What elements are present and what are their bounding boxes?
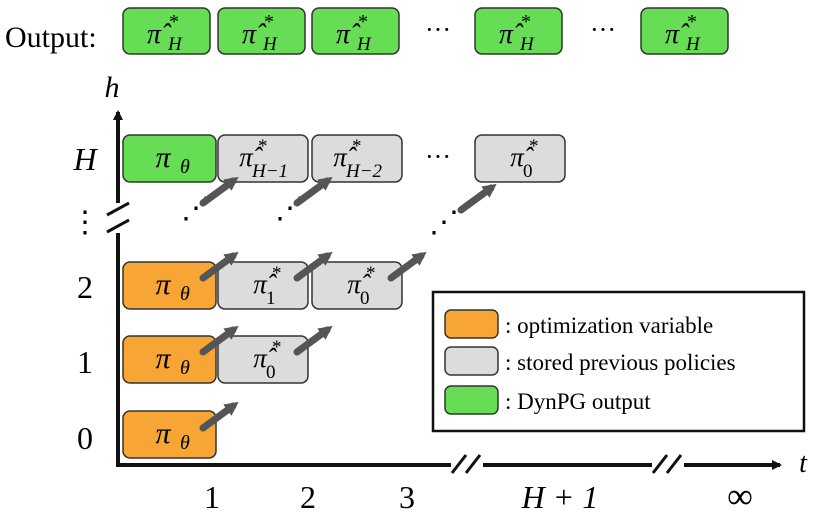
stored-box-row-H-col-3-sup: * (352, 136, 362, 157)
legend: : optimization variable : stored previou… (431, 290, 806, 433)
output-box-3: π̂ * H (311, 7, 400, 55)
arrow-row0-to-row1 (199, 401, 239, 432)
x-tick-H-plus-1: H + 1 (521, 479, 599, 515)
arrow-row2-up-2 (293, 251, 333, 282)
legend-swatch-gray (444, 346, 499, 376)
row-2: π θ π̂ * 1 π̂ * 0 (122, 261, 403, 310)
stored-box-row-1-col-2-sup: * (272, 337, 282, 358)
row-H: π θ π̂ * H−1 π̂ * H−2 ··· π̂ * 0 (122, 134, 566, 183)
stored-box-row-2-col-2 (217, 261, 309, 310)
arrow-row2-up-1 (199, 251, 239, 282)
stored-box-row-H-col-3 (311, 134, 403, 183)
output-box-1-sub: H (167, 34, 183, 55)
output-ellipsis-2: ··· (590, 15, 616, 44)
theta-box-row-H-sub: θ (180, 156, 190, 178)
output-box-5-sup: * (687, 11, 697, 33)
theta-box-row-0 (122, 410, 217, 459)
y-tick-1: 1 (77, 344, 93, 380)
y-tick-0: 0 (77, 420, 93, 456)
diagonal-continuations: ⋰ ⋰ ⋰ (181, 192, 459, 239)
output-box-4-sub: H (519, 34, 535, 55)
stored-box-row-H-col-last-sub: 0 (523, 161, 533, 182)
theta-box-row-2-sub: θ (180, 283, 190, 305)
x-axis-break-2a (651, 454, 669, 474)
stored-box-row-2-col-3-sub: 0 (360, 288, 370, 309)
theta-box-row-H-pi: π (155, 141, 171, 174)
stored-box-row-H-col-last (474, 134, 566, 183)
x-axis-break-1b (464, 454, 482, 474)
theta-box-row-2-pi: π (155, 268, 171, 301)
x-tick-1: 1 (204, 479, 220, 515)
legend-swatch-orange (444, 309, 499, 339)
transfer-arrows (199, 176, 497, 432)
x-axis-label: t (799, 448, 808, 479)
output-box-2: π̂ * H (217, 7, 306, 55)
y-tick-vdots: ⋮ (70, 206, 100, 239)
stored-box-row-1-col-2 (217, 335, 309, 384)
diagonal-dots-3: ⋰ (429, 206, 459, 239)
stored-box-row-2-col-3 (311, 261, 403, 310)
output-box-2-sup: * (264, 11, 274, 33)
axes: h t 0 1 2 ⋮ H 1 2 3 H + 1 ∞ (70, 71, 808, 516)
x-tick-3: 3 (399, 479, 415, 515)
stored-box-row-H-col-last-sup: * (529, 136, 539, 157)
arrow-into-row-H-col-3 (293, 176, 333, 207)
stored-box-row-H-col-2 (217, 134, 309, 183)
output-box-1: π̂ * H (122, 7, 211, 55)
output-ellipsis-1: ··· (425, 15, 451, 44)
y-axis-break-mark-1 (106, 201, 130, 217)
output-box-5: π̂ * H (640, 7, 729, 55)
y-axis-break-mark-2 (106, 218, 130, 234)
legend-label-output: : DynPG output (505, 389, 651, 414)
output-box-4-sup: * (521, 11, 531, 33)
legend-label-stored: : stored previous policies (505, 350, 736, 375)
arrow-row2-up-3 (387, 251, 427, 282)
y-tick-H: H (72, 141, 98, 177)
output-box-5-sub: H (685, 34, 701, 55)
theta-box-row-0-sub: θ (180, 432, 190, 454)
y-tick-2: 2 (77, 269, 93, 305)
arrow-into-row-H-col-2 (199, 176, 239, 207)
stored-box-row-H-col-3-sub: H−2 (345, 161, 383, 182)
output-box-3-sub: H (356, 34, 372, 55)
stored-box-row-2-col-2-sub: 1 (266, 288, 276, 309)
output-box-3-sup: * (358, 11, 368, 33)
x-tick-infinity: ∞ (727, 476, 753, 516)
stored-box-row-2-col-3-sup: * (366, 263, 376, 284)
x-axis-break-1a (450, 454, 468, 474)
output-box-4: π̂ * H (474, 7, 563, 55)
arrow-row1-to-row2 (199, 325, 239, 356)
legend-label-optimization: : optimization variable (505, 313, 713, 338)
stored-box-row-H-col-2-sub: H−1 (251, 161, 288, 182)
theta-box-row-1-pi: π (155, 342, 171, 375)
row-H-ellipsis: ··· (425, 142, 451, 171)
arrow-into-row-H-col-last (457, 183, 497, 214)
row-0: π θ (122, 410, 217, 459)
theta-box-row-1 (122, 335, 217, 384)
output-label: Output: (5, 21, 97, 54)
stored-box-row-1-col-2-sub: 0 (266, 362, 276, 383)
stored-box-row-H-col-2-sup: * (258, 136, 268, 157)
theta-box-row-1-sub: θ (180, 357, 190, 379)
x-axis-break-2b (665, 454, 683, 474)
output-row: Output: π̂ * H π̂ * H π̂ * H ··· π̂ * H … (5, 7, 729, 55)
arrow-row1-col2-to-row2-col3 (293, 325, 333, 356)
y-axis-label: h (105, 71, 120, 104)
x-tick-2: 2 (300, 479, 316, 515)
theta-box-row-0-pi: π (155, 417, 171, 450)
theta-box-row-2 (122, 261, 217, 310)
output-box-2-sub: H (262, 34, 278, 55)
theta-box-row-H (122, 134, 217, 183)
stored-box-row-2-col-2-sup: * (272, 263, 282, 284)
legend-swatch-green (444, 385, 499, 415)
output-box-1-sup: * (169, 11, 179, 33)
row-1: π θ π̂ * 0 (122, 335, 309, 384)
